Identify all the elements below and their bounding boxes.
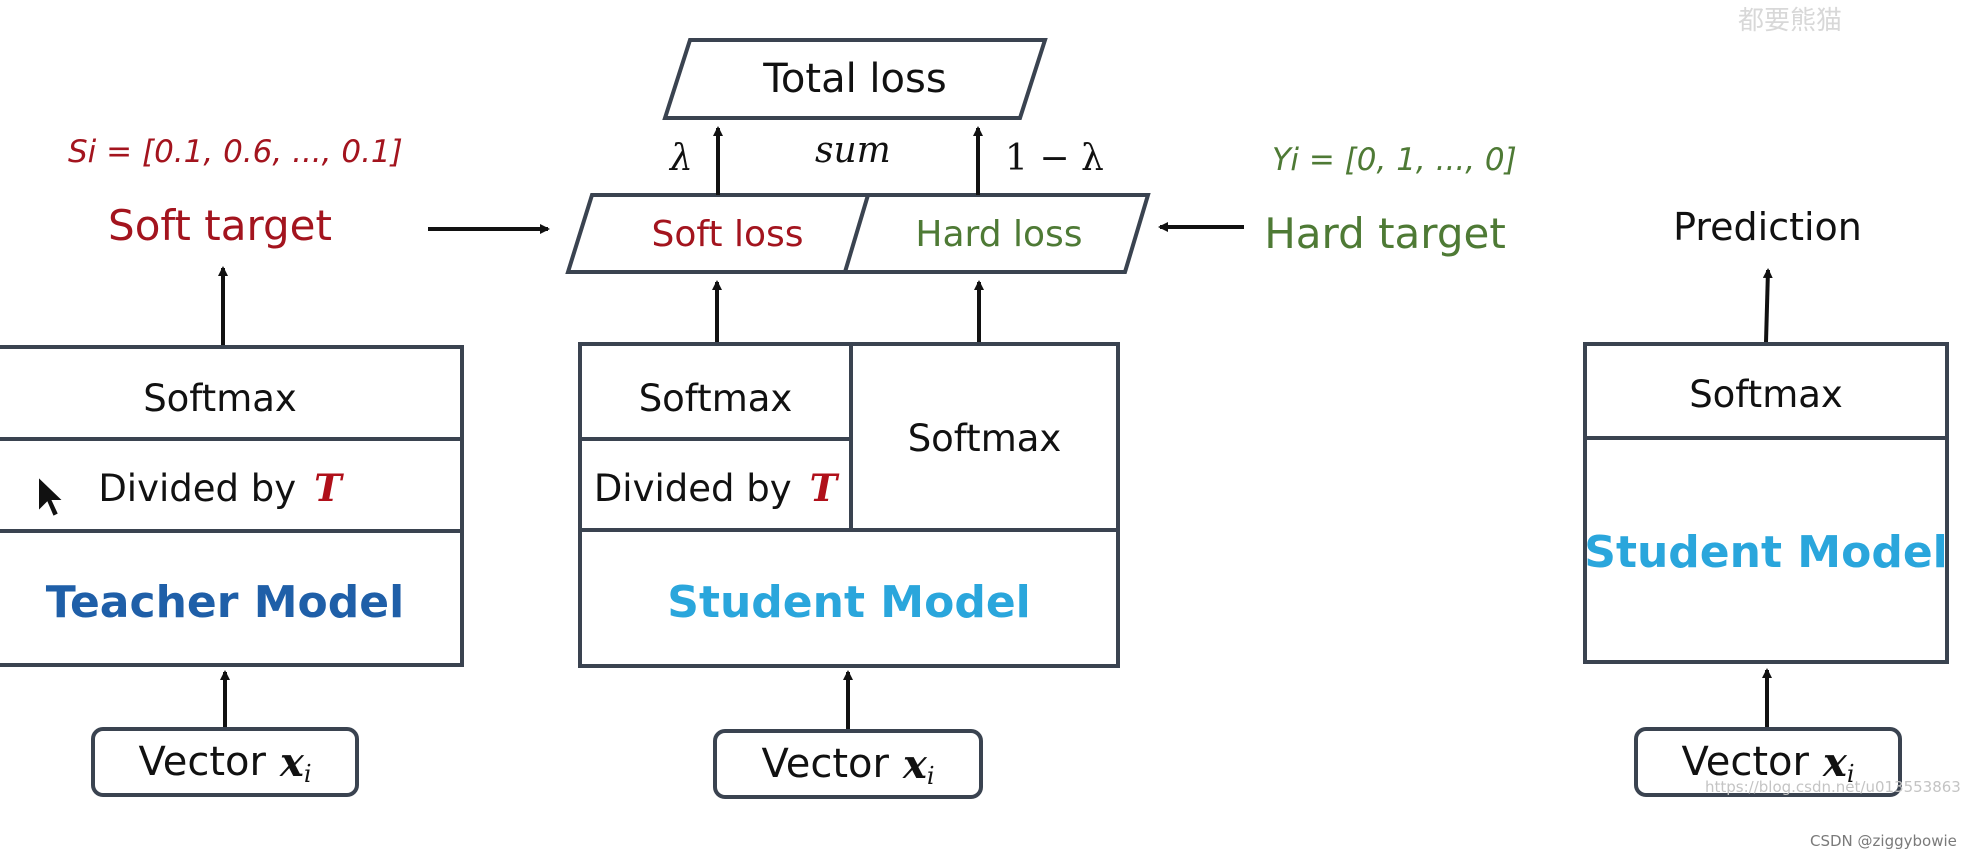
mouse-cursor-icon	[37, 473, 67, 519]
total-loss-label: Total loss	[763, 56, 947, 102]
student-softmax-t-label: Softmax	[638, 376, 793, 420]
teacher-vector-symbol: x	[279, 738, 304, 786]
loss-divider	[843, 194, 870, 273]
student-softmax-label: Softmax	[907, 416, 1062, 460]
teacher-model-label: Teacher Model	[45, 576, 405, 628]
student-divided-label: Divided by	[593, 466, 792, 510]
lambda-label: λ	[670, 138, 693, 179]
infer-softmax-box	[1583, 342, 1949, 440]
teacher-divided-row: Divided by T	[0, 460, 440, 516]
student-vector-subscript: i	[926, 762, 935, 790]
watermark-credit: CSDN @ziggybowie	[1810, 832, 1957, 850]
hard-target-label: Hard target	[1264, 208, 1506, 258]
soft-target-label: Soft target	[108, 200, 332, 250]
student-vector-symbol: x	[902, 740, 927, 788]
student-divided-box	[578, 437, 853, 532]
infer-model-label: Student Model	[1584, 526, 1948, 578]
sum-label: sum	[815, 130, 891, 171]
infer-vector-symbol: x	[1822, 738, 1847, 786]
prediction-label: Prediction	[1673, 205, 1862, 249]
student-model-box	[578, 528, 1120, 668]
teacher-model-box	[0, 529, 464, 667]
watermark-url: https://blog.csdn.net/u013553863	[1705, 778, 1961, 796]
infer-softmax-label: Softmax	[1689, 372, 1843, 416]
student-model-label: Student Model	[667, 576, 1031, 628]
teacher-softmax-label: Softmax	[143, 376, 297, 420]
teacher-vector-subscript: i	[303, 760, 312, 788]
total-loss-shape	[662, 38, 1048, 120]
student-divided-row: Divided by T	[582, 460, 849, 516]
infer-vector-subscript: i	[1846, 760, 1855, 788]
teacher-divided-label: Divided by	[98, 466, 297, 510]
student-T-symbol: T	[809, 466, 838, 510]
soft-target-vector: Si = [0.1, 0.6, ..., 0.1]	[68, 134, 403, 170]
infer-vector-label: Vector	[1681, 739, 1809, 785]
infer-model-box	[1583, 436, 1949, 664]
student-vector-label: Vector	[761, 741, 889, 787]
watermark-top-right: 都要熊猫	[1738, 6, 1843, 36]
hard-loss-label: Hard loss	[915, 213, 1083, 255]
teacher-T-symbol: T	[314, 466, 342, 510]
teacher-vector-label: Vector	[138, 739, 266, 785]
hard-target-vector: Yi = [0, 1, ..., 0]	[1272, 142, 1517, 178]
soft-loss-label: Soft loss	[651, 213, 804, 255]
student-softmax-box	[849, 342, 1120, 532]
arrow-infer-prediction	[1762, 268, 1773, 343]
one-minus-lambda-label: 1 − λ	[1005, 138, 1104, 179]
